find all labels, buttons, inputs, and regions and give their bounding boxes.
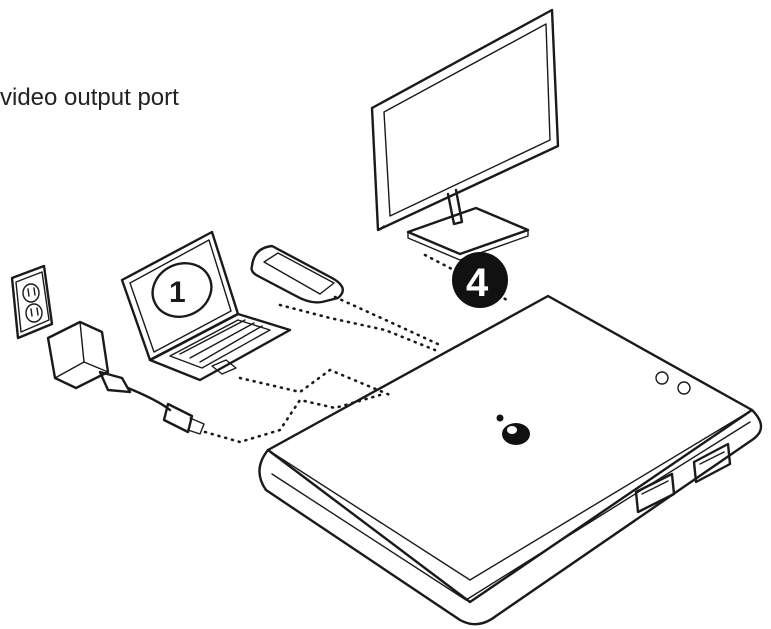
caption-text: video output port [0, 84, 179, 111]
usb-port-icon [634, 472, 676, 514]
laptop-icon [120, 230, 292, 382]
monitor-icon [370, 8, 560, 261]
indicator-light-icon [655, 371, 669, 385]
usb-port-icon [692, 442, 732, 484]
step-marker-4: 4 [466, 261, 489, 305]
cable-laptop-to-dock [278, 303, 437, 352]
step-marker-4-badge [452, 252, 508, 308]
indicator-light-icon [677, 381, 691, 395]
step-marker-1: 1 [169, 276, 186, 309]
docking-station-icon [258, 294, 763, 626]
cable-phone-to-dock [333, 295, 442, 347]
power-adapter-icon [46, 320, 205, 435]
cable-laptop-usb-to-dock [238, 368, 392, 397]
wall-outlet-icon [10, 264, 54, 340]
smartphone-icon [250, 244, 344, 304]
iogear-logo-icon [496, 414, 530, 445]
